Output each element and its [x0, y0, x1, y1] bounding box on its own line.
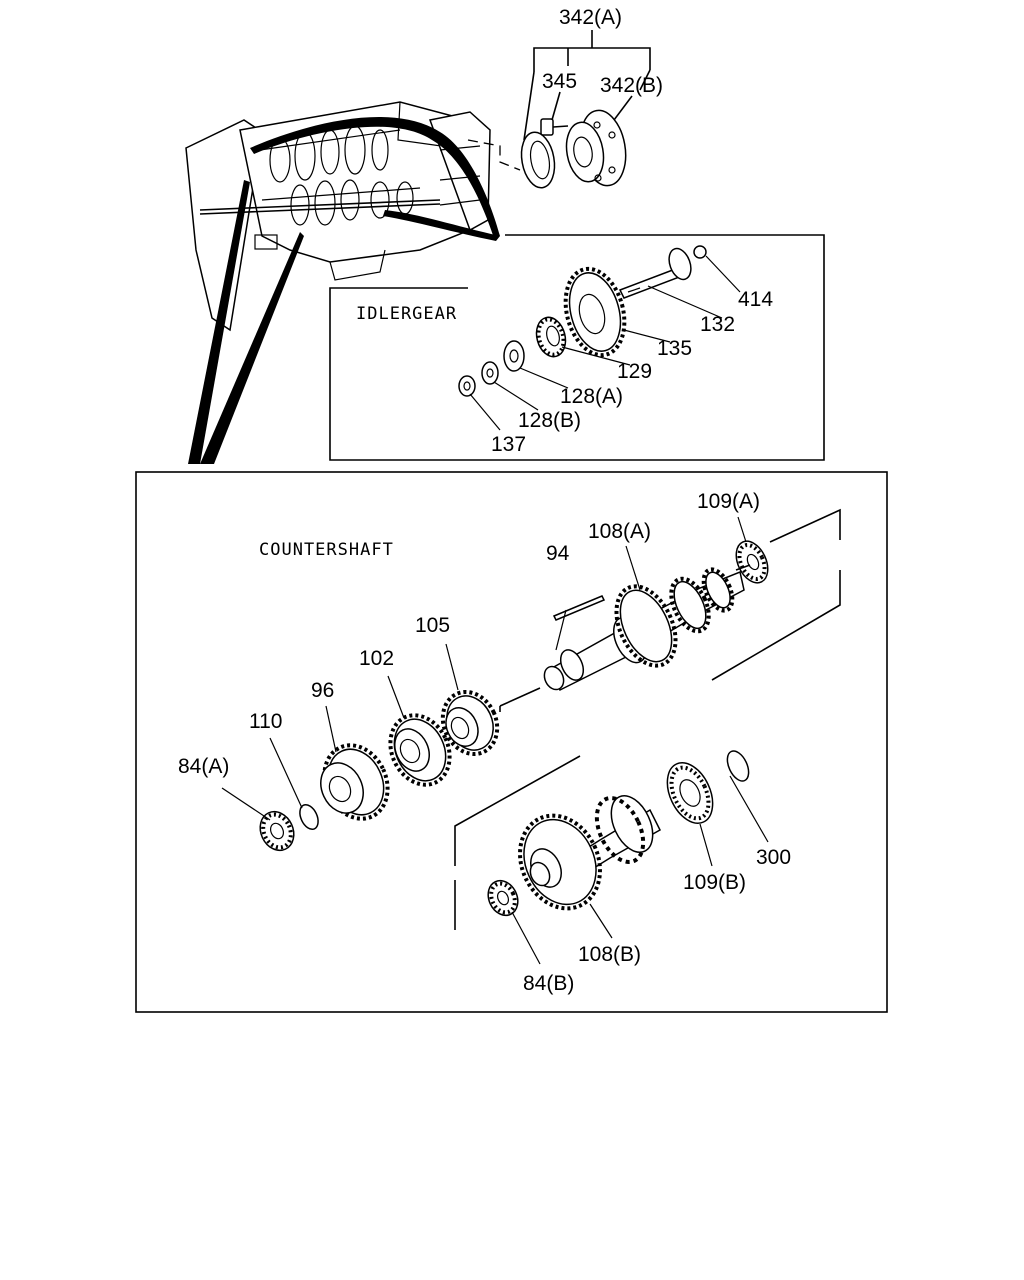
- callout-109b: 109(B): [683, 871, 746, 894]
- countershaft-section-title: COUNTERSHAFT: [259, 540, 394, 560]
- callout-128a: 128(A): [560, 385, 623, 408]
- callout-105: 105: [415, 614, 450, 637]
- callout-129: 129: [617, 360, 652, 383]
- callout-342b: 342(B): [600, 74, 663, 97]
- callout-137: 137: [491, 433, 526, 456]
- callout-110: 110: [249, 710, 282, 733]
- callout-414: 414: [738, 288, 773, 311]
- callout-300: 300: [756, 846, 791, 869]
- callout-108b: 108(B): [578, 943, 641, 966]
- callout-96: 96: [311, 679, 334, 702]
- callout-108a: 108(A): [588, 520, 651, 543]
- callout-345: 345: [542, 70, 577, 93]
- callout-109a: 109(A): [697, 490, 760, 513]
- callout-132: 132: [700, 313, 735, 336]
- flange-group: [520, 30, 651, 189]
- transmission-assembly-illustration: [185, 101, 521, 332]
- callout-94: 94: [546, 542, 570, 565]
- callout-342a: 342(A): [559, 6, 622, 29]
- idler-gear-section-title: IDLERGEAR: [356, 304, 457, 324]
- callout-84a: 84(A): [178, 755, 229, 778]
- idler-gear-panel: [329, 234, 825, 461]
- callout-128b: 128(B): [518, 409, 581, 432]
- callout-135: 135: [657, 337, 692, 360]
- callout-84b: 84(B): [523, 972, 574, 995]
- leader-wedges: [188, 117, 500, 464]
- countershaft-panel: [135, 471, 888, 1013]
- callout-102: 102: [359, 647, 394, 670]
